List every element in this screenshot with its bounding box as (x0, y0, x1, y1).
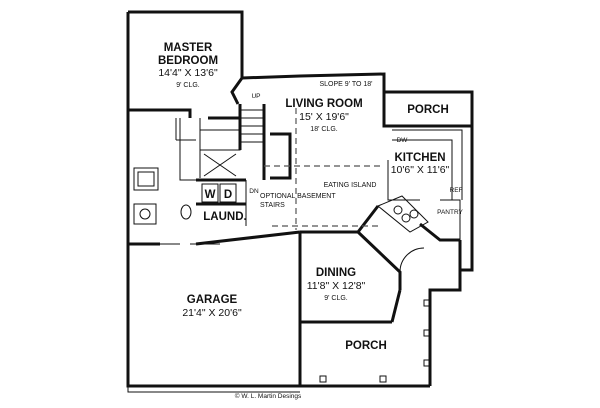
dryer-label: D (224, 189, 232, 201)
dishwasher-label: DW (397, 137, 409, 144)
exterior-walls (126, 10, 474, 388)
master-bedroom-label-1: MASTER (164, 42, 213, 54)
living-room-ceiling: 18' CLG. (310, 126, 337, 133)
living-room-label: LIVING ROOM (285, 98, 362, 110)
master-bedroom-label-2: BEDROOM (158, 55, 218, 67)
fixtures (127, 167, 431, 393)
front-porch-label: PORCH (345, 340, 387, 352)
eating-island-label: EATING ISLAND (324, 182, 377, 189)
dining-dims: 11'8" X 12'8" (307, 280, 366, 292)
garage-dims: 21'4" X 20'6" (182, 307, 242, 319)
garage-label: GARAGE (187, 294, 238, 306)
dining-label: DINING (316, 267, 356, 279)
master-bedroom-ceiling: 9' CLG. (176, 82, 200, 89)
master-bedroom-dims: 14'4" X 13'6" (158, 67, 218, 79)
washer-label: W (205, 189, 216, 201)
dining-ceiling: 9' CLG. (324, 295, 348, 302)
kitchen-dims: 10'6" X 11'6" (391, 164, 450, 176)
interior-walls (128, 77, 472, 324)
optional-basement-stairs-line1: OPTIONAL BASEMENT (260, 193, 336, 200)
living-room-slope-note: SLOPE 9' TO 18' (320, 81, 373, 88)
optional-basement-stairs-line2: STAIRS (260, 202, 285, 209)
laundry-label: LAUND. (203, 211, 246, 223)
stair-up-label: UP (251, 93, 260, 100)
room-labels: MASTER BEDROOM 14'4" X 13'6" 9' CLG. SLO… (158, 42, 464, 400)
refrigerator-label: REF (450, 187, 463, 194)
kitchen-label: KITCHEN (394, 152, 445, 164)
rear-porch-label: PORCH (407, 104, 449, 116)
pantry-label: PANTRY (437, 209, 463, 216)
copyright-credit: © W. L. Martin Desings (235, 392, 302, 400)
stair-down-label: DN (249, 188, 259, 195)
living-room-dims: 15' X 19'6" (299, 111, 349, 123)
